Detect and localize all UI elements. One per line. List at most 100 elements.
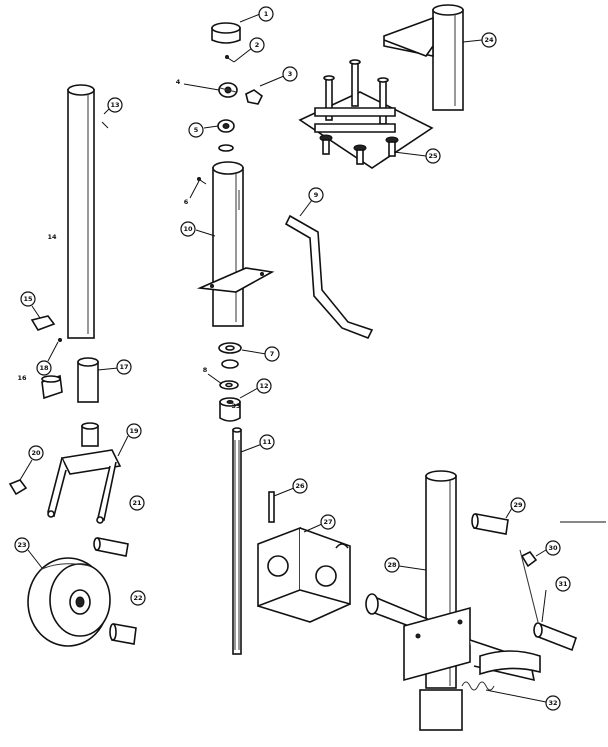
callout-3-label: 3	[288, 70, 293, 78]
part-bolt-31	[519, 549, 577, 652]
callout-23-label: 23	[17, 541, 26, 549]
callout-32-label: 32	[548, 699, 557, 707]
callout-30-label: 30	[548, 544, 558, 552]
part-vertical-pipe-24	[383, 4, 464, 111]
callout-14: 14	[47, 233, 57, 241]
part-pin-26	[268, 491, 275, 523]
callout-32: 32	[485, 689, 561, 711]
part-pin-13	[101, 121, 109, 129]
callout-7: 7	[241, 346, 280, 362]
callout-8-label: 8	[203, 366, 208, 374]
callout-15-label: 15	[23, 295, 33, 303]
callout-10: 10	[180, 221, 216, 237]
part-wheel-bracket-19	[47, 422, 122, 524]
callout-13: 13	[103, 97, 123, 115]
callout-9: 9	[299, 187, 324, 217]
callout-22: 22	[130, 590, 146, 606]
part-key-15	[30, 315, 56, 331]
part-bearing	[218, 82, 238, 98]
part-washer-top	[218, 144, 234, 152]
callout-29-label: 29	[513, 501, 523, 509]
callout-20-label: 20	[31, 449, 41, 457]
callout-17: 17	[97, 359, 132, 375]
part-cap	[211, 22, 241, 44]
callout-10-label: 10	[183, 225, 193, 233]
callout-8: 8	[203, 366, 223, 385]
callout-3: 3	[259, 66, 298, 87]
callout-33: 33	[231, 402, 240, 410]
callout-19-label: 19	[129, 427, 139, 435]
callout-24: 24	[462, 32, 497, 48]
callout-24-label: 24	[484, 36, 494, 44]
callout-12-label: 12	[259, 382, 268, 390]
callout-7-label: 7	[270, 350, 275, 358]
part-washer-7	[218, 342, 242, 369]
part-small-screw	[225, 55, 235, 63]
part-bent-handle-9	[284, 214, 374, 340]
part-pin-18	[58, 338, 62, 342]
callout-28: 28	[384, 557, 427, 573]
part-sleeve-16	[41, 374, 63, 400]
callout-15: 15	[20, 291, 41, 319]
callout-5-label: 5	[194, 126, 199, 134]
callout-12: 12	[239, 378, 272, 399]
callout-30: 30	[535, 540, 561, 557]
part-nut-30	[520, 550, 538, 568]
part-clip	[245, 89, 264, 105]
callout-22-label: 22	[133, 594, 142, 602]
callout-27-label: 27	[323, 518, 332, 526]
part-roller-29	[471, 513, 509, 535]
callout-25-label: 25	[428, 152, 438, 160]
callout-1: 1	[239, 6, 274, 23]
callout-26-label: 26	[295, 482, 305, 490]
part-axle-21	[93, 537, 129, 557]
part-nut-12	[219, 397, 241, 422]
callout-18-label: 18	[39, 364, 49, 372]
callout-26: 26	[273, 478, 308, 497]
part-tall-pipe-28	[419, 470, 463, 731]
callout-2: 2	[233, 37, 265, 63]
part-nut-5	[217, 119, 235, 133]
part-wheel-23	[27, 557, 111, 647]
callout-11-label: 11	[262, 438, 272, 446]
callout-2-label: 2	[255, 41, 260, 49]
part-center-tube	[196, 161, 275, 327]
callout-19: 19	[117, 423, 142, 457]
callout-25: 25	[393, 148, 441, 164]
callout-21-label: 21	[132, 499, 142, 507]
callout-21: 21	[129, 495, 145, 511]
callout-31-label: 31	[558, 580, 568, 588]
part-bracket-assembly-25	[298, 59, 434, 169]
part-threaded-rod	[232, 427, 242, 655]
callout-9-label: 9	[314, 191, 319, 199]
callout-29: 29	[505, 497, 526, 519]
part-pin-6	[197, 177, 207, 185]
callout-23: 23	[14, 537, 43, 569]
callout-6: 6	[184, 180, 200, 206]
callout-4-label: 4	[176, 78, 181, 86]
part-bracket-27	[257, 526, 351, 623]
callout-18: 18	[36, 341, 59, 376]
callout-20: 20	[19, 445, 44, 481]
part-bushing-22	[109, 623, 137, 645]
part-short-pipe-17	[77, 357, 99, 403]
callout-17-label: 17	[119, 363, 128, 371]
callout-5: 5	[188, 122, 219, 138]
callout-16-label: 16	[17, 374, 27, 382]
part-nut-20	[8, 479, 28, 496]
callout-11: 11	[240, 434, 275, 453]
callout-33-label: 33	[231, 402, 240, 410]
callout-6-label: 6	[184, 198, 189, 206]
part-washer-8	[219, 380, 239, 390]
callout-1-label: 1	[264, 10, 269, 18]
callout-28-label: 28	[387, 561, 397, 569]
part-long-pipe-14	[67, 84, 95, 339]
callout-31: 31	[541, 576, 571, 623]
callout-4: 4	[176, 78, 220, 91]
callout-14-label: 14	[47, 233, 57, 241]
callout-16: 16	[17, 374, 27, 382]
part-spring-32	[461, 681, 495, 691]
part-jack-base-assembly	[365, 593, 541, 682]
callout-27: 27	[303, 514, 336, 533]
